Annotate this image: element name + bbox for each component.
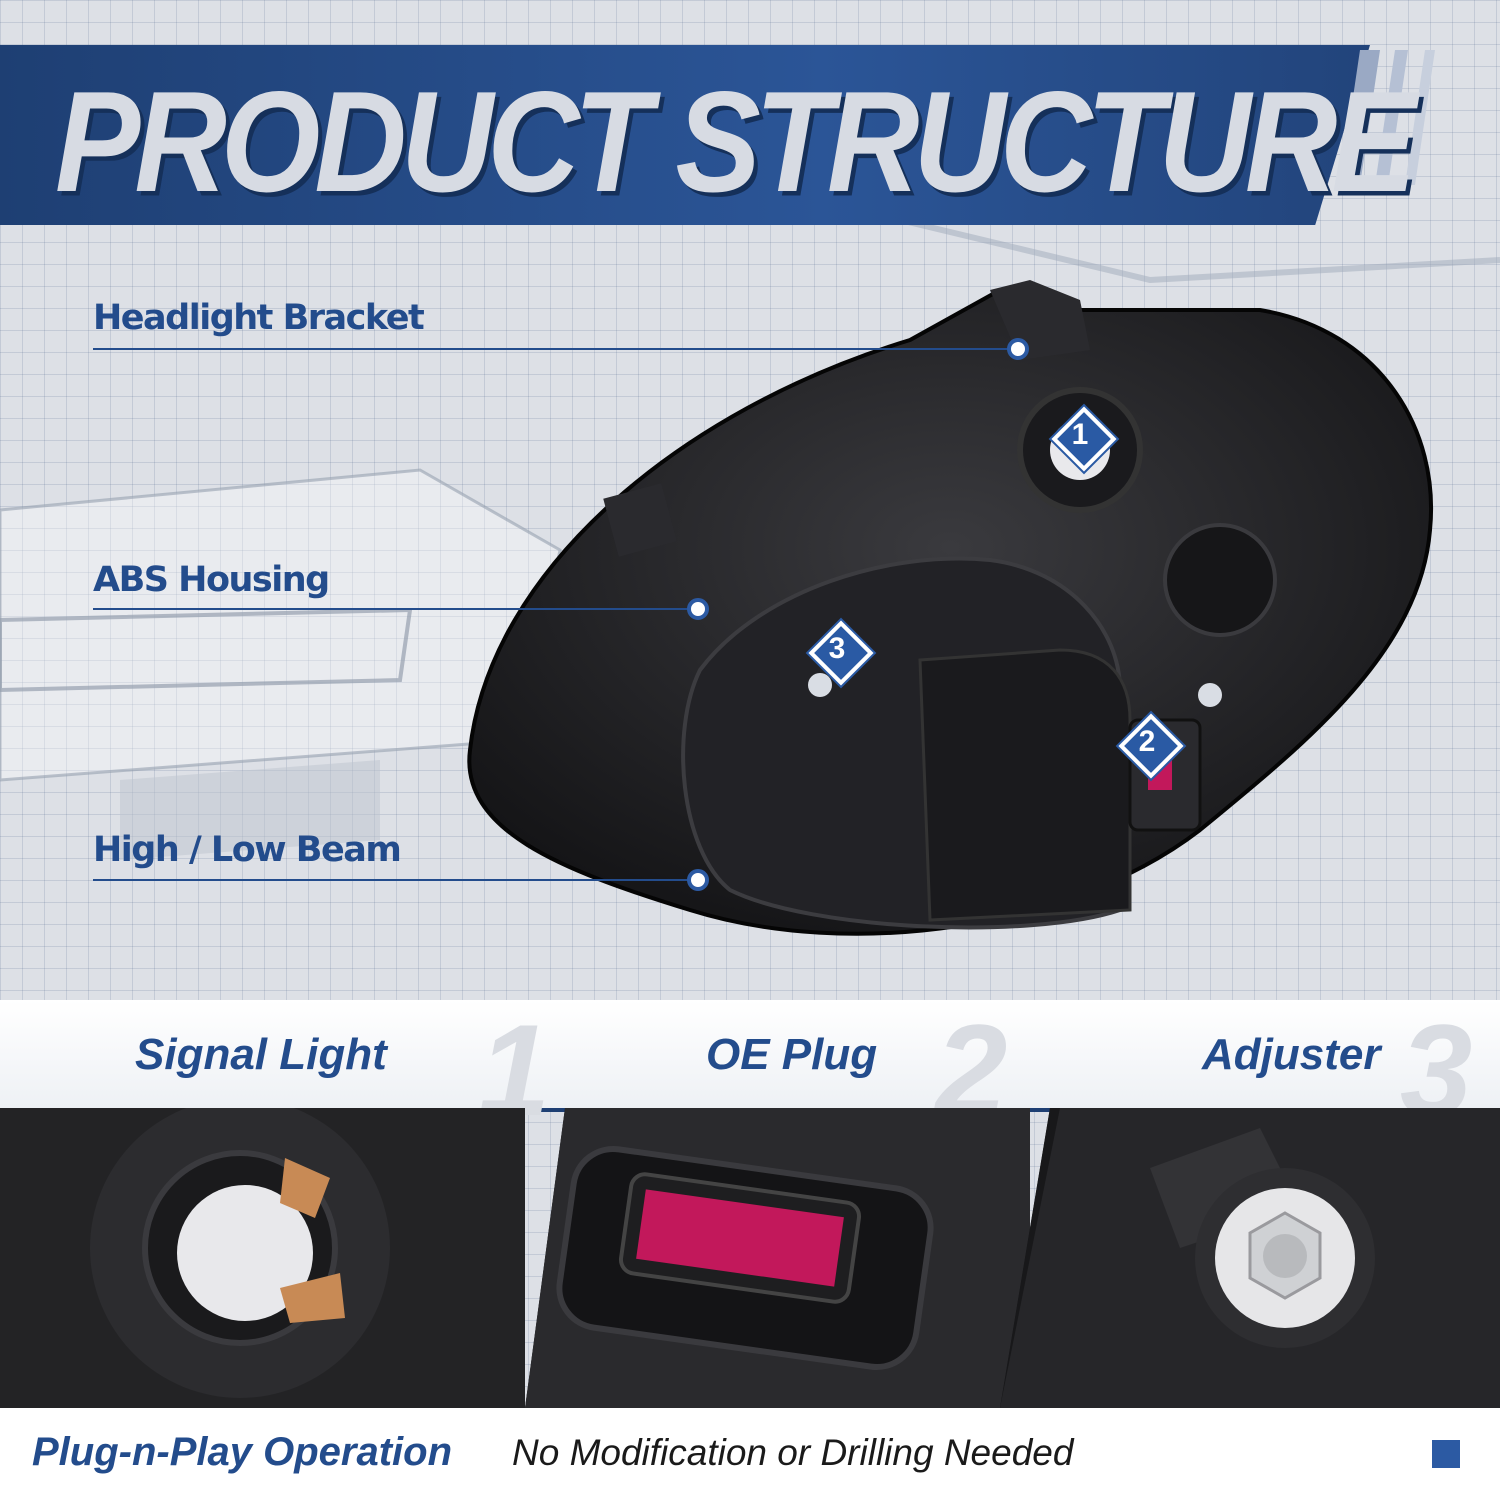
banner-stripes-decoration [1340, 50, 1435, 185]
callout-label-headlight-bracket: Headlight Bracket [93, 298, 425, 338]
feature-label-oe-plug: OE Plug [706, 1030, 878, 1079]
badge-3-number: 3 [828, 632, 846, 665]
square-decoration [1432, 1440, 1460, 1468]
signal-light-photo [0, 1108, 525, 1408]
callout-line-abs-housing [93, 608, 698, 610]
plug-n-play-heading: Plug-n-Play Operation [32, 1430, 453, 1474]
feature-label-adjuster: Adjuster [1202, 1030, 1381, 1079]
callout-line-high-low-beam [93, 879, 698, 881]
badge-2-number: 2 [1138, 725, 1156, 758]
callout-dot-headlight-bracket [1007, 338, 1029, 360]
page-title: PRODUCT STRUCTURE [55, 62, 1417, 223]
no-modification-text: No Modification or Drilling Needed [512, 1432, 1074, 1473]
title-banner [0, 45, 1370, 225]
callout-dot-high-low-beam [687, 869, 709, 891]
headlight-housing-image [467, 280, 1433, 936]
adjuster-photo [1000, 1108, 1500, 1408]
callout-dot-abs-housing [687, 598, 709, 620]
oe-plug-photo [525, 1108, 1030, 1408]
feature-label-signal-light: Signal Light [135, 1030, 387, 1079]
background-van-illustration [0, 220, 1500, 860]
bottom-bar [0, 1408, 1500, 1500]
callout-line-headlight-bracket [93, 348, 1018, 350]
callout-label-high-low-beam: High / Low Beam [93, 830, 402, 870]
badge-1-number: 1 [1071, 418, 1089, 451]
callout-label-abs-housing: ABS Housing [93, 560, 330, 600]
